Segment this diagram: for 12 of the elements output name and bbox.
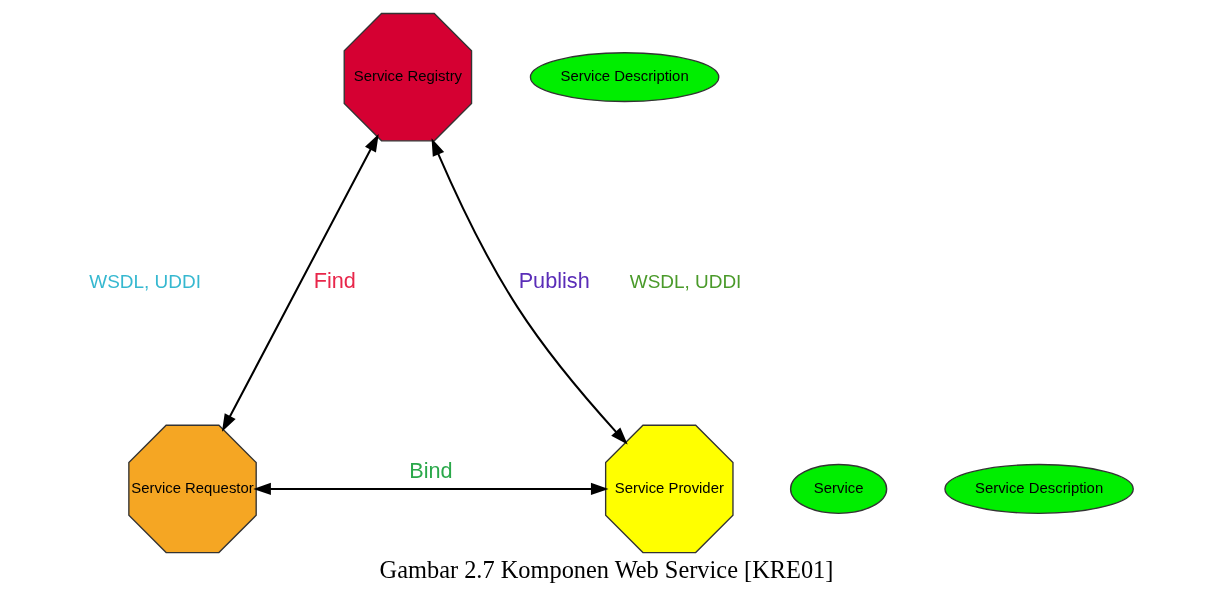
caption: Gambar 2.7 Komponen Web Service [KRE01] [379,555,833,583]
node-ellipse: Service Description [943,463,1134,514]
edge-label: Publish [518,268,590,294]
arrow [431,138,628,445]
label: WSDL, UDDI [88,271,201,293]
node-ellipse: Service [789,463,887,514]
node-ellipse: Service Description [529,52,719,103]
edge-label: Find [313,268,356,294]
edge-label: Bind [408,457,453,483]
label: WSDL, UDDI [629,271,741,293]
arrow [252,482,609,496]
arrow [221,133,379,432]
